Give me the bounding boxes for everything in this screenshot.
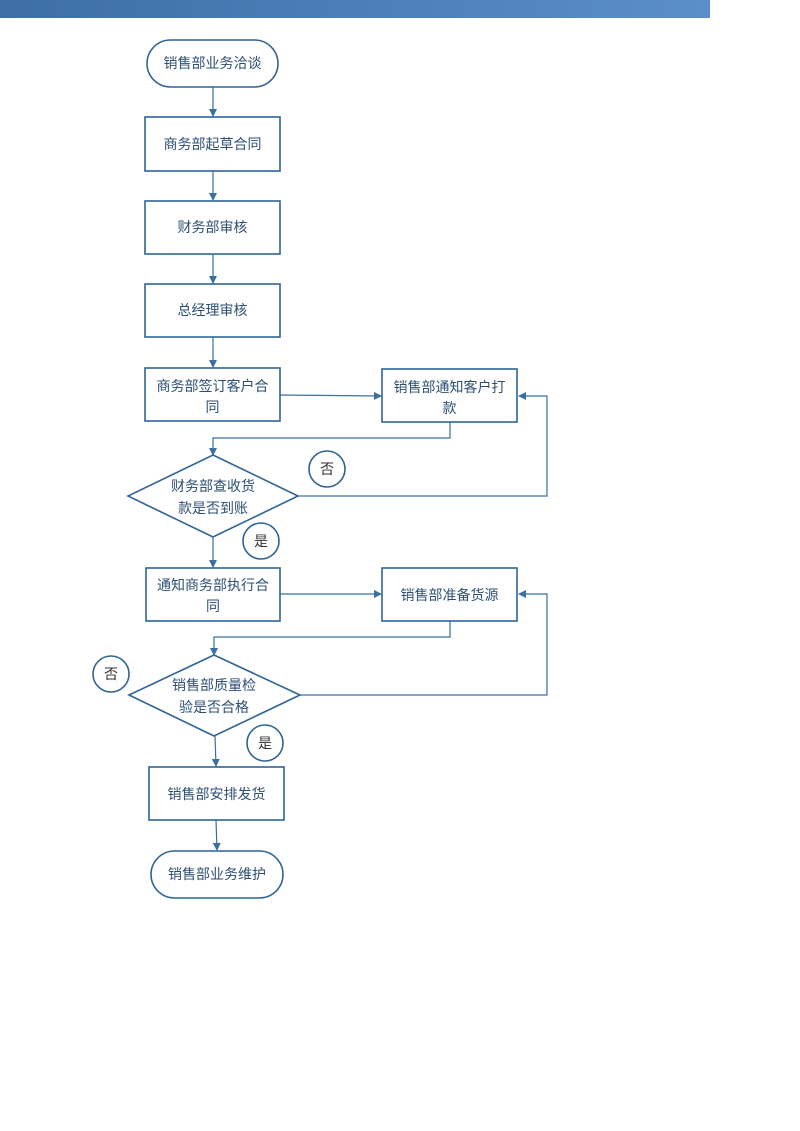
process-finance-review: 财务部审核 — [144, 200, 281, 255]
arrow-qc-no-loop — [300, 590, 548, 696]
tag-no-label: 否 — [104, 667, 118, 683]
arrow-ship-to-end — [212, 819, 221, 851]
arrow-notify-to-check — [209, 422, 451, 456]
tag-yes-payment: 是 — [242, 522, 280, 560]
gm-review-label: 总经理审核 — [178, 303, 248, 319]
decision-payment-received: 财务部查收货 款是否到账 — [126, 454, 300, 538]
check-pay-label-line2: 款是否到账 — [178, 501, 248, 517]
tag-no-label: 否 — [320, 462, 334, 478]
tag-yes-label: 是 — [258, 736, 272, 752]
decision-quality-check: 销售部质量检 验是否合格 — [127, 654, 302, 737]
tag-yes-quality: 是 — [246, 724, 284, 762]
notify-pay-label-line1: 销售部通知客户打 — [394, 379, 506, 396]
process-sign-contract: 商务部签订客户合 同 — [144, 367, 281, 422]
connectors — [209, 87, 548, 851]
qc-label-line1: 销售部质量检 — [172, 678, 256, 694]
tag-yes-label: 是 — [254, 534, 268, 550]
start-label: 销售部业务洽谈 — [164, 56, 262, 72]
sign-label-line1: 商务部签订客户合 — [157, 378, 269, 395]
process-notify-payment: 销售部通知客户打 款 — [381, 368, 518, 423]
tag-no-payment: 否 — [308, 450, 346, 488]
header-bar — [0, 0, 710, 18]
arrow-qc-yes-to-ship — [211, 735, 220, 767]
end-label: 销售部业务维护 — [168, 867, 266, 883]
arrow-check-no-loop — [298, 392, 548, 497]
check-pay-label-line1: 财务部查收货 — [171, 478, 255, 495]
start-terminator: 销售部业务洽谈 — [146, 39, 279, 88]
tag-no-quality: 否 — [92, 655, 130, 693]
end-terminator: 销售部业务维护 — [150, 850, 284, 899]
prepare-goods-label: 销售部准备货源 — [401, 587, 499, 604]
process-execute-contract: 通知商务部执行合 同 — [145, 567, 281, 622]
arrow-prepare-to-qc — [210, 621, 451, 656]
qc-label-line2: 验是否合格 — [179, 700, 249, 716]
ship-label: 销售部安排发货 — [168, 786, 266, 803]
process-draft-contract: 商务部起草合同 — [144, 116, 281, 172]
process-prepare-goods: 销售部准备货源 — [381, 567, 518, 622]
draft-label: 商务部起草合同 — [164, 137, 262, 153]
arrow-sign-to-notify — [279, 391, 382, 400]
finance-review-label: 财务部审核 — [178, 220, 248, 236]
process-ship-goods: 销售部安排发货 — [148, 766, 285, 821]
sign-label-line2: 同 — [206, 400, 220, 416]
exec-label-line1: 通知商务部执行合 — [157, 577, 269, 594]
process-gm-review: 总经理审核 — [144, 283, 281, 338]
notify-pay-label-line2: 款 — [443, 401, 457, 417]
exec-label-line2: 同 — [206, 599, 220, 615]
